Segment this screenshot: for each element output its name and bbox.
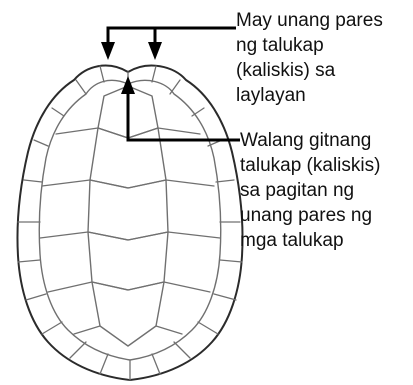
nuchal-label-line-2: talukap (kaliskis)	[240, 155, 380, 176]
carapace-illustration	[17, 66, 242, 380]
arrowheads	[101, 42, 162, 94]
arrowhead-left	[101, 42, 115, 60]
costal-scute-lines	[40, 128, 220, 334]
marginal-label-line-4: laylayan	[236, 85, 306, 106]
nuchal-label-line-4: unang pares ng	[240, 205, 372, 226]
shell-outline	[17, 66, 242, 380]
marginal-label-line-2: ng talukap	[236, 35, 324, 56]
arrowhead-right	[148, 42, 162, 60]
no-nuchal-scute-label: Walang gitnang talukap (kaliskis) sa pag…	[240, 130, 386, 251]
marginal-scute-label: May unang pares ng talukap (kaliskis) sa…	[236, 10, 388, 106]
marginal-label-line-1: May unang pares	[236, 10, 383, 31]
marginal-label-line-3: (kaliskis) sa	[236, 60, 336, 81]
arrowhead-center	[121, 76, 135, 94]
marginal-ring	[39, 80, 221, 360]
nuchal-label-line-3: sa pagitan ng	[240, 180, 354, 201]
nuchal-label-line-5: mga talukap	[240, 230, 344, 251]
nuchal-label-line-1: Walang gitnang	[240, 130, 371, 151]
marginal-arrow-bracket	[108, 28, 236, 44]
marginal-scute-lines	[18, 66, 242, 380]
